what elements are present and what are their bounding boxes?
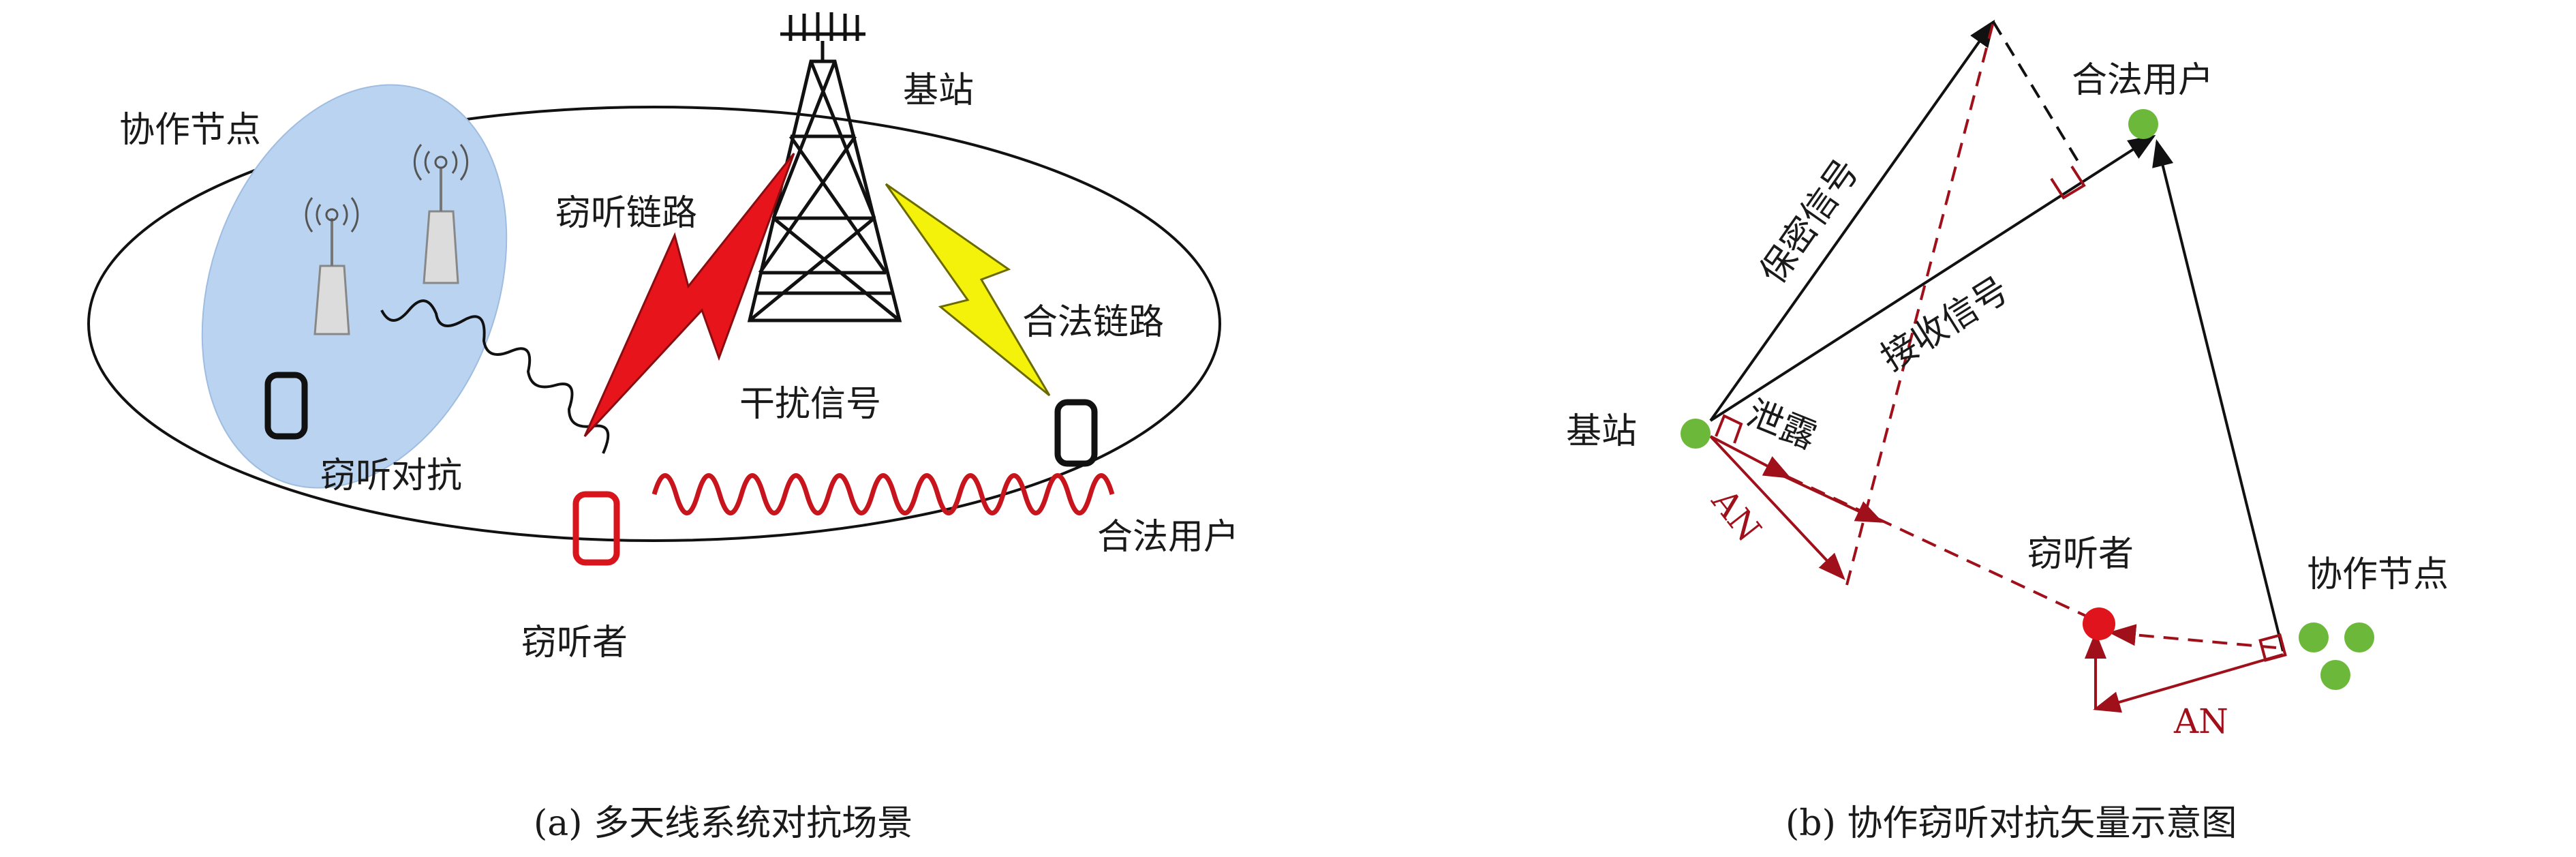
- legal-link-lightning: [885, 183, 1051, 397]
- caption-panel-a: (a) 多天线系统对抗场景: [534, 803, 913, 844]
- label-eavesdrop-link: 窃听链路: [555, 193, 697, 234]
- interference-wave: [651, 473, 1115, 515]
- label-legal-link: 合法链路: [1022, 302, 1164, 343]
- an-vector-base: [1709, 435, 1845, 580]
- projection-dashed: [1992, 20, 2080, 164]
- legal-user-node: [2128, 109, 2158, 139]
- cooperative-region: [201, 84, 508, 489]
- coverage-ellipse: [87, 106, 1221, 542]
- an-vector-bottom: [2093, 653, 2284, 713]
- label-legal-user-b: 合法用户: [2072, 60, 2213, 101]
- eavesdropper-node: [2083, 607, 2115, 640]
- right-angle-marker: [2258, 633, 2287, 662]
- right-angle-marker: [2050, 165, 2086, 200]
- label-an-left: AN: [1704, 481, 1768, 549]
- label-eavesdropper-b: 窃听者: [2027, 534, 2134, 575]
- cooperative-phone-icon: [264, 372, 308, 440]
- label-an-bottom: AN: [2173, 702, 2228, 741]
- label-anti-eavesdrop: 窃听对抗: [320, 455, 462, 496]
- eavesdropper-phone-icon: [572, 491, 620, 566]
- cooperative-node: [2299, 622, 2329, 652]
- cooperative-node: [2344, 622, 2374, 652]
- base-station-tower-icon: [747, 12, 902, 322]
- legal-user-phone-icon: [1054, 399, 1098, 467]
- label-legal-user: 合法用户: [1097, 517, 1239, 558]
- cooperative-to-eavesdropper-dashed: [2109, 624, 2277, 649]
- label-base-station-b: 基站: [1566, 411, 1637, 452]
- secret-signal-vector: [1709, 19, 1995, 422]
- label-interference-signal: 干扰信号: [739, 384, 881, 425]
- label-cooperative-node: 协作节点: [119, 110, 261, 151]
- label-leakage: 泄露: [1741, 393, 1822, 457]
- label-received-signal: 接收信号: [1874, 269, 2016, 379]
- received-signal-vector: [1709, 134, 2156, 422]
- cooperative-node: [2320, 660, 2350, 690]
- label-cooperative-node-b: 协作节点: [2307, 554, 2449, 595]
- right-angle-marker: [1715, 414, 1743, 444]
- panel-b: 合法用户 保密信号 接收信号 基站 泄露 AN 窃听者 协作节点 AN (b) …: [1566, 19, 2449, 844]
- eavesdrop-link-lightning: [583, 153, 795, 438]
- label-eavesdropper: 窃听者: [521, 622, 628, 663]
- caption-panel-b: (b) 协作窃听对抗矢量示意图: [1785, 803, 2237, 844]
- cooperative-to-user-vector: [2152, 139, 2284, 652]
- leakage-vector: [1710, 435, 1792, 479]
- antenna-icon: [305, 197, 359, 335]
- anti-eavesdrop-wave: [380, 299, 610, 454]
- base-station-node: [1681, 419, 1711, 449]
- panel-a: 协作节点 基站 窃听链路 合法链路 干扰信号 窃听对抗 合法用户 窃听者 (a)…: [87, 12, 1239, 844]
- leakage-small-arrow: [1778, 472, 1884, 523]
- label-base-station: 基站: [903, 70, 974, 111]
- antenna-icon: [413, 144, 469, 284]
